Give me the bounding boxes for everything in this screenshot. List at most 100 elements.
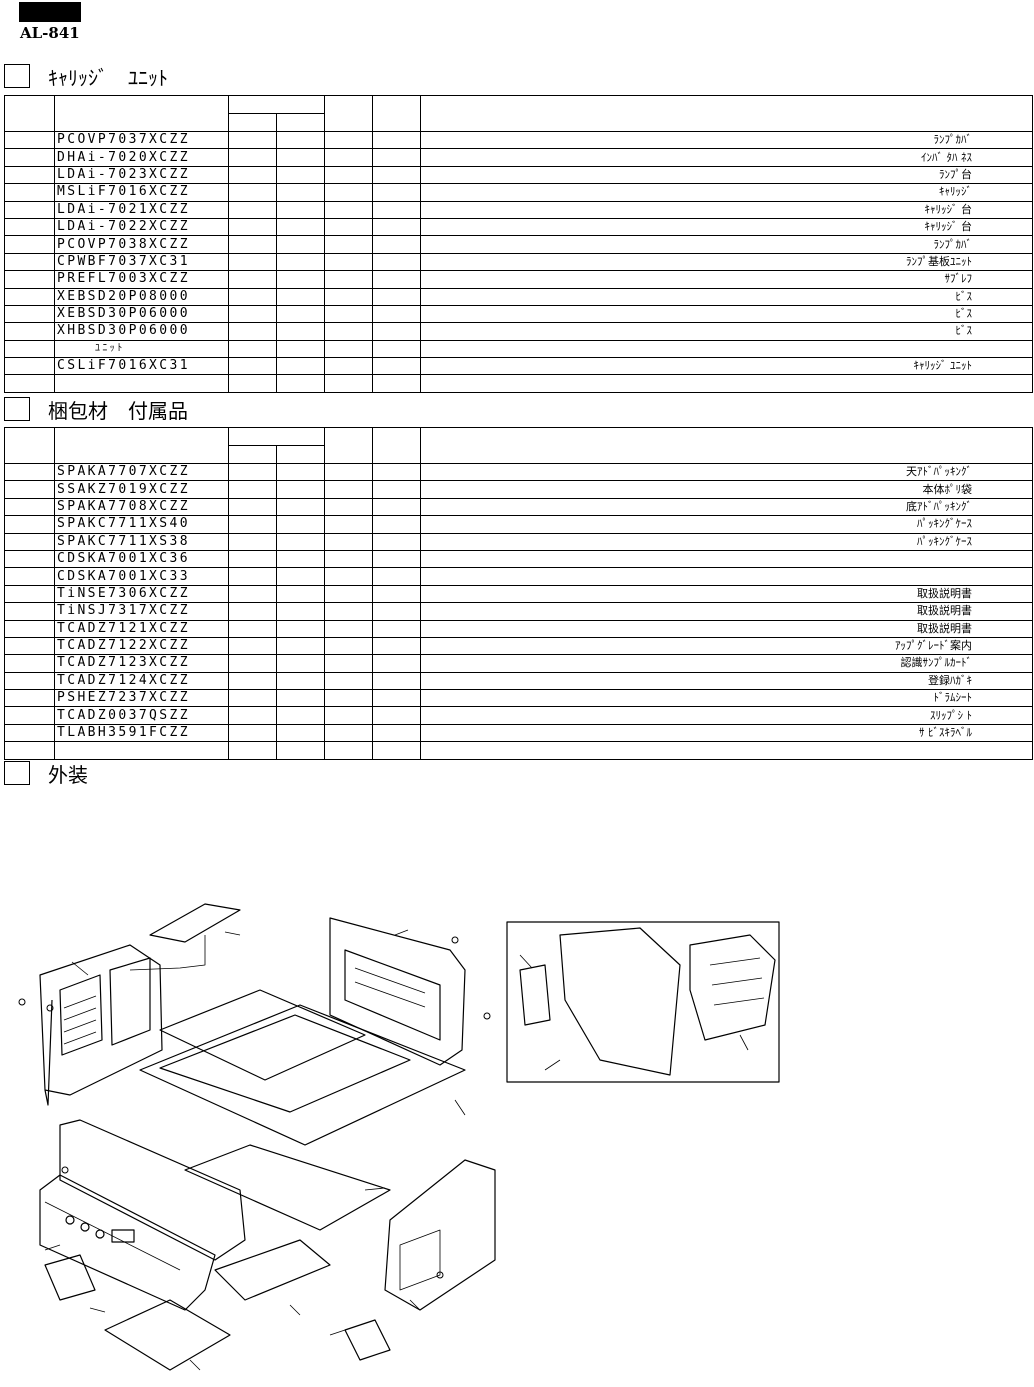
table-cell bbox=[228, 322, 277, 341]
rear-cover-part bbox=[329, 917, 466, 1066]
table-cell bbox=[228, 304, 277, 324]
small-cover-part bbox=[44, 1254, 96, 1301]
table-cell bbox=[372, 706, 421, 725]
table-cell bbox=[228, 130, 277, 150]
part-description-cell: ﾄﾞﾗﾑｼｰﾄ bbox=[420, 689, 1033, 708]
table-cell bbox=[324, 357, 373, 376]
table-cell bbox=[324, 532, 373, 551]
parts-table-packing: SPAKA7707XCZZ天ｱﾄﾞﾊﾟｯｷﾝｸﾞSSAKZ7019XCZZ本体ﾎ… bbox=[4, 427, 1033, 760]
part-description-cell: ﾗﾝﾌﾟｶﾊﾞ bbox=[420, 130, 1033, 150]
part-description-cell: 取扱説明書 bbox=[420, 602, 1033, 621]
table-cell bbox=[228, 549, 277, 569]
table-cell bbox=[228, 567, 277, 586]
table-cell bbox=[4, 270, 55, 289]
table-cell bbox=[228, 619, 277, 638]
table-cell bbox=[276, 183, 325, 202]
table-cell bbox=[372, 130, 421, 150]
table-cell bbox=[228, 497, 277, 517]
table-cell bbox=[276, 270, 325, 289]
table-cell bbox=[324, 304, 373, 324]
table-cell bbox=[4, 480, 55, 499]
part-code-cell: CDSKA7001XC33 bbox=[54, 567, 229, 586]
table-cell bbox=[4, 602, 55, 621]
table-cell bbox=[228, 723, 277, 743]
part-description-cell: 天ｱﾄﾞﾊﾟｯｷﾝｸﾞ bbox=[420, 462, 1033, 482]
table-cell bbox=[372, 602, 421, 621]
table-row bbox=[4, 374, 1033, 393]
table-cell bbox=[4, 654, 55, 673]
table-row: ﾕﾆｯﾄ bbox=[4, 339, 1033, 359]
table-cell bbox=[228, 671, 277, 691]
table-cell bbox=[228, 706, 277, 725]
part-description-cell: 本体ﾎﾟﾘ袋 bbox=[420, 480, 1033, 499]
table-cell bbox=[4, 252, 55, 272]
table-cell bbox=[276, 480, 325, 499]
table-cell bbox=[372, 549, 421, 569]
part-description-cell: ｱｯﾌﾟｸﾞﾚｰﾄﾞ案内 bbox=[420, 636, 1033, 656]
table-cell bbox=[276, 357, 325, 376]
table-cell bbox=[324, 723, 373, 743]
table-cell bbox=[228, 602, 277, 621]
part-code-cell: LDAi-7021XCZZ bbox=[54, 200, 229, 219]
leader-lines bbox=[44, 929, 749, 1371]
table-cell bbox=[276, 532, 325, 551]
section-title-text: 外装 bbox=[48, 762, 88, 787]
table-cell bbox=[4, 723, 55, 743]
table-cell bbox=[4, 671, 55, 691]
table-cell bbox=[276, 462, 325, 482]
table-cell bbox=[276, 287, 325, 306]
part-code-cell: TLABH3591FCZZ bbox=[54, 723, 229, 743]
table-cell bbox=[324, 602, 373, 621]
table-cell bbox=[372, 515, 421, 534]
table-cell bbox=[324, 339, 373, 359]
table-cell bbox=[324, 252, 373, 272]
table-cell bbox=[324, 619, 373, 638]
table-cell bbox=[276, 304, 325, 324]
part-description-cell: ﾊﾟｯｷﾝｸﾞｹｰｽ bbox=[420, 515, 1033, 534]
table-cell bbox=[4, 200, 55, 219]
table-cell bbox=[276, 654, 325, 673]
table-cell bbox=[372, 287, 421, 306]
table-cell bbox=[324, 462, 373, 482]
part-description-cell: ｷｬﾘｯｼﾞ bbox=[420, 183, 1033, 202]
table-cell bbox=[276, 602, 325, 621]
table-header-row bbox=[5, 113, 1033, 132]
table-cell bbox=[324, 671, 373, 691]
part-description-cell: ﾗﾝﾌﾟｶﾊﾞ bbox=[420, 235, 1033, 254]
table-cell bbox=[372, 497, 421, 517]
table-cell bbox=[4, 374, 55, 393]
table-cell bbox=[276, 252, 325, 272]
table-cell bbox=[228, 165, 277, 185]
part-code-cell: CSLiF7016XC31 bbox=[54, 357, 229, 376]
sheet-part bbox=[149, 903, 241, 943]
small-cover-part bbox=[344, 1319, 391, 1361]
part-description-cell: ｽﾘｯﾌﾟｼ ﾄ bbox=[420, 706, 1033, 725]
table-cell bbox=[276, 515, 325, 534]
part-code-cell: TCADZ7121XCZZ bbox=[54, 619, 229, 638]
part-description-cell: ﾗﾝﾌﾟ台 bbox=[420, 165, 1033, 185]
table-cell bbox=[4, 706, 55, 725]
table-cell bbox=[4, 357, 55, 376]
table-cell bbox=[372, 183, 421, 202]
part-description-cell: ﾋﾞｽ bbox=[420, 304, 1033, 324]
part-description-cell: ﾗﾝﾌﾟ基板ﾕﾆｯﾄ bbox=[420, 252, 1033, 272]
table-cell bbox=[276, 584, 325, 604]
part-description-cell: ﾋﾞｽ bbox=[420, 322, 1033, 341]
table-cell bbox=[324, 636, 373, 656]
section-title-packing: 梱包材 付属品 bbox=[4, 396, 188, 423]
paper-tray-part bbox=[104, 1144, 391, 1371]
part-code-cell: TiNSE7306XCZZ bbox=[54, 584, 229, 604]
table-cell bbox=[276, 567, 325, 586]
